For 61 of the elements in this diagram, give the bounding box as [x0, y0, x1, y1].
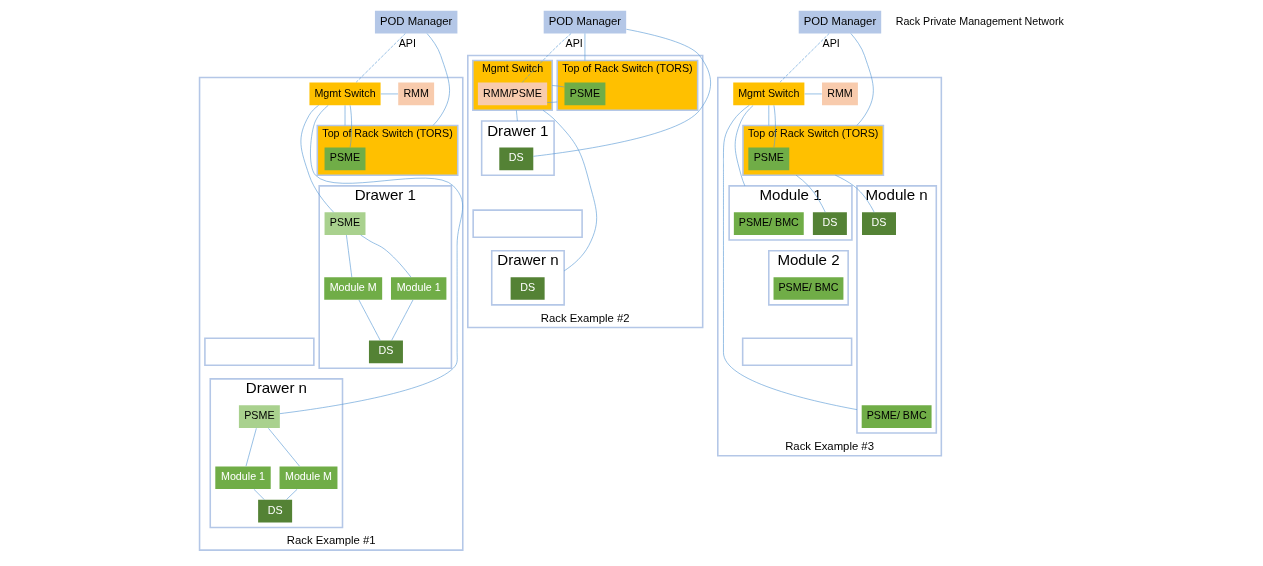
- connector: [542, 110, 597, 272]
- node-box: PSME: [563, 82, 605, 106]
- connector: [532, 28, 711, 157]
- connector: [734, 105, 753, 187]
- node-box: DS: [510, 277, 545, 300]
- node-box: [471, 209, 583, 238]
- node-box: Mgmt Switch: [732, 82, 804, 106]
- connector: [358, 299, 380, 341]
- node-box: PSME/ BMC: [773, 277, 843, 300]
- connector: [300, 105, 334, 213]
- node-box: [741, 337, 852, 367]
- node-box: POD Manager: [543, 10, 626, 34]
- node-box: PSME: [324, 147, 365, 171]
- node-box: Module 1: [214, 466, 271, 490]
- connector: [426, 33, 450, 126]
- connector: [345, 234, 352, 278]
- node-box: RMM: [821, 82, 858, 106]
- node-box: DS: [257, 499, 292, 523]
- node-box: POD Manager: [798, 10, 881, 34]
- connector: [584, 33, 585, 61]
- connector: [768, 105, 769, 126]
- node-box: RMM: [397, 82, 434, 106]
- connector: [546, 101, 558, 103]
- connector: [722, 104, 857, 410]
- connector: [245, 427, 257, 467]
- connector: [285, 488, 297, 500]
- node-box: Mgmt Switch: [308, 82, 381, 106]
- connector: [773, 105, 776, 148]
- connector: [834, 174, 874, 213]
- node-box: DS: [861, 212, 896, 235]
- node-box: DS: [368, 340, 403, 364]
- connector: [349, 105, 352, 148]
- connector: [344, 105, 345, 126]
- node-box: POD Manager: [374, 10, 457, 34]
- node-box: PSME/ BMC: [733, 212, 804, 235]
- connector: [390, 299, 413, 341]
- connector: [267, 427, 300, 467]
- connector: [279, 105, 463, 414]
- node-box: Module M: [323, 277, 382, 300]
- label: Rack Private Management Network: [895, 14, 1064, 27]
- edge-label: API: [822, 37, 840, 50]
- node-box: DS: [498, 147, 533, 171]
- node-box: Module 1: [390, 277, 446, 300]
- connector: [551, 85, 565, 88]
- node-box: [203, 337, 315, 367]
- connector: [515, 110, 518, 122]
- edge-label: API: [565, 37, 583, 50]
- edge-label: API: [398, 37, 416, 50]
- node-box: PSME: [324, 212, 365, 235]
- node-box: PSME/ BMC: [861, 405, 932, 428]
- node-box: PSME: [238, 405, 280, 428]
- connector: [778, 33, 829, 83]
- connector: [850, 33, 874, 126]
- connector: [521, 33, 571, 83]
- node-box: PSME: [747, 147, 789, 171]
- connector: [359, 234, 411, 278]
- connector: [355, 33, 406, 83]
- node-box: Module M: [279, 466, 337, 490]
- connector: [795, 174, 826, 213]
- node-box: RMM/PSME: [477, 82, 547, 106]
- node-box: DS: [812, 212, 847, 235]
